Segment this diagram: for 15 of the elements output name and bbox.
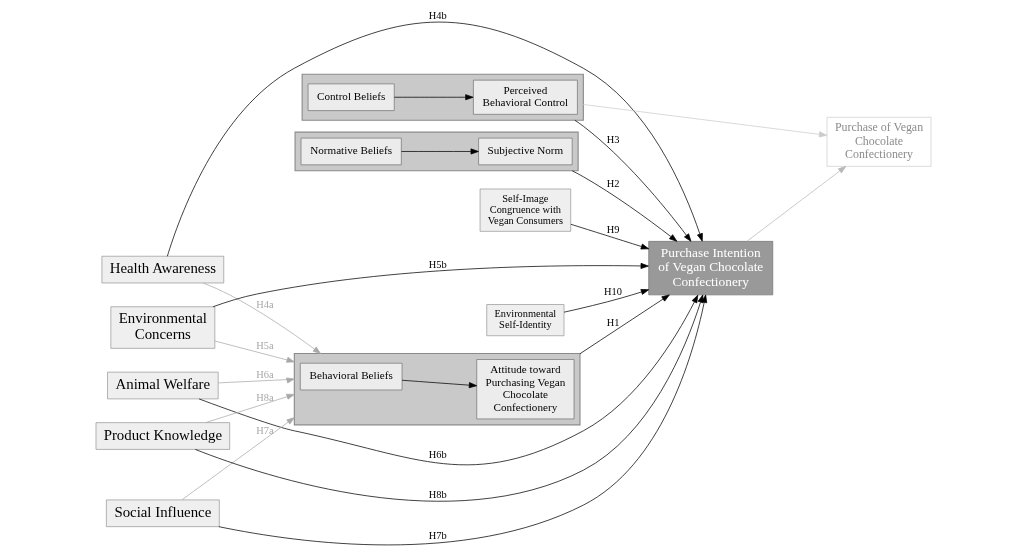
edge-label: H7a	[255, 424, 274, 436]
edge-label: H10	[603, 286, 622, 298]
edge-label: H4b	[428, 10, 447, 22]
edge-label: H5b	[428, 259, 447, 271]
edge-label: H8b	[428, 488, 447, 500]
edge-label: H7b	[428, 530, 447, 542]
edge-label: H6a	[255, 369, 274, 381]
edge-label: H8a	[255, 391, 274, 403]
edge-label: H9	[606, 224, 619, 236]
edge-label: H4a	[255, 299, 274, 311]
edge-label: H2	[606, 178, 619, 190]
edge-label: H5a	[255, 340, 274, 352]
edge-label: H6b	[428, 449, 447, 461]
edge-label: H1	[606, 317, 619, 329]
edge-label: H3	[606, 134, 619, 146]
